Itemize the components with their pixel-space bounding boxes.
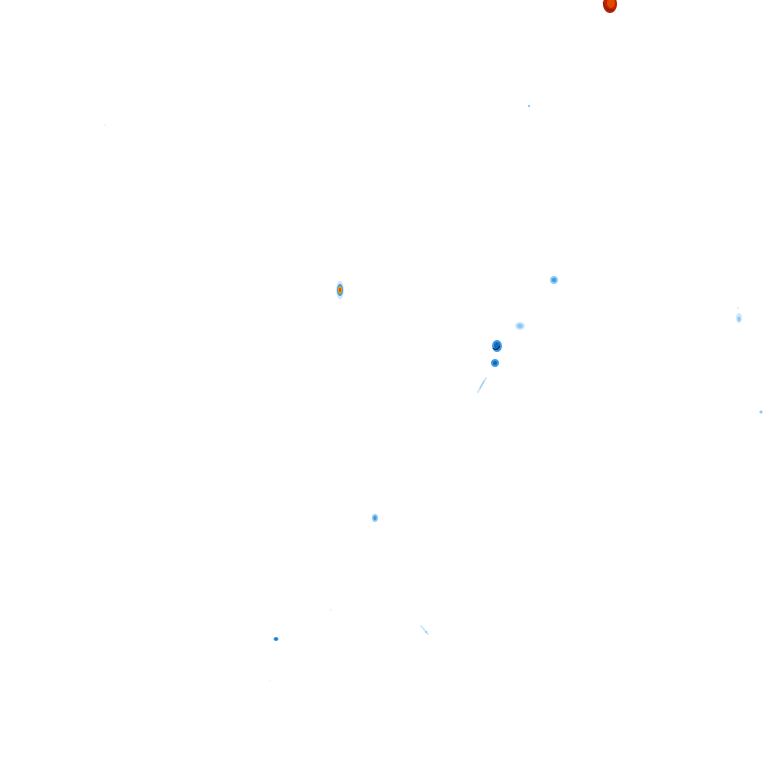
echo-central-east <box>515 322 525 330</box>
echo-central-cell <box>492 340 502 352</box>
echo-central-lower <box>491 359 499 367</box>
echo-south-west-dot <box>273 637 279 641</box>
echo-west-cell <box>336 281 344 299</box>
echo-far-east <box>736 307 763 414</box>
echo-central-streak <box>477 377 487 393</box>
echo-speck-south <box>330 609 332 611</box>
echo-southwest <box>372 514 378 522</box>
echo-south-central <box>420 625 429 635</box>
echo-top-edge <box>602 0 617 13</box>
echo-speck-north <box>527 104 531 108</box>
echo-speck-northwest <box>104 124 106 126</box>
echo-east-small <box>550 276 558 284</box>
echo-speck-southwest <box>269 680 271 682</box>
